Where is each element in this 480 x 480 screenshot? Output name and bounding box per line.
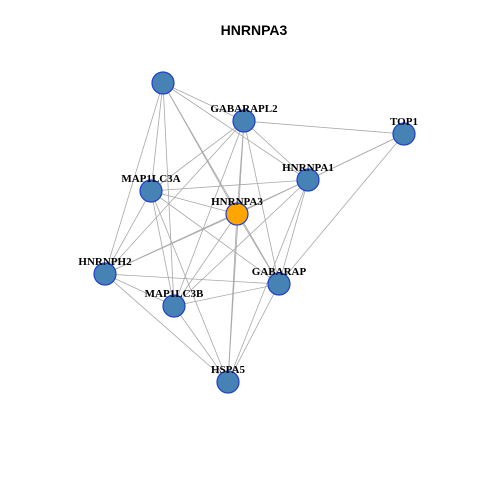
node-label-hnrnpa1: HNRNPA1 [282,162,334,174]
edge-gabarapl2-top1 [243,120,405,135]
edge-map1lc3a-hnrnph2 [104,190,152,275]
node-label-hspa5: HSPA5 [211,364,246,376]
edge-top1-hnrnpa3 [236,133,405,215]
edge-n0-hnrnpa1 [162,82,309,181]
edge-layer [104,82,405,383]
edge-gabarapl2-map1lc3b [173,120,245,307]
edge-gabarap-hspa5 [227,283,280,383]
node-gabarapl2[interactable] [232,109,256,133]
edge-hnrnpa3-map1lc3b [173,213,238,307]
edge-hnrnph2-map1lc3b [104,273,175,307]
edge-hnrnpa1-map1lc3b [173,179,309,307]
node-label-map1lc3a: MAP1LC3A [121,173,180,185]
edge-top1-gabarap [278,133,405,285]
node-label-gabarap: GABARAP [252,266,307,278]
node-hnrnpa1[interactable] [296,168,320,192]
node-hnrnph2[interactable] [93,262,117,286]
edge-hnrnpa3-hspa5 [227,213,238,383]
node-gabarap[interactable] [267,272,291,296]
edge-gabarapl2-map1lc3a [150,120,245,192]
edge-map1lc3b-hspa5 [173,305,229,383]
edge-n0-hnrnph2 [104,82,164,275]
edge-n0-map1lc3b [162,82,175,307]
node-top1[interactable] [392,122,416,146]
node-hnrnpa3[interactable] [225,202,249,226]
node-layer [93,71,416,394]
edge-hnrnph2-gabarap [104,273,280,285]
edge-n0-map1lc3a [150,82,164,192]
node-hspa5[interactable] [216,370,240,394]
edge-map1lc3a-gabarap [150,190,280,285]
edge-gabarap-map1lc3b [173,283,280,307]
graph-title: HNRNPA3 [221,22,288,38]
edge-gabarapl2-hnrnpa1 [243,120,309,181]
node-label-gabarapl2: GABARAPL2 [210,103,278,115]
edge-hnrnpa1-map1lc3a [150,179,309,192]
edge-gabarapl2-hnrnpa3 [236,120,245,215]
node-map1lc3a[interactable] [139,179,163,203]
edge-hnrnph2-hspa5 [104,273,229,383]
node-label-hnrnph2: HNRNPH2 [78,256,132,268]
node-label-hnrnpa3: HNRNPA3 [211,196,263,208]
edge-map1lc3a-hnrnpa3 [150,190,238,215]
edge-n0-gabarapl2 [162,82,245,122]
node-label-top1: TOP1 [390,116,418,128]
edge-n0-gabarap [162,82,280,285]
node-label-map1lc3b: MAP1LC3B [145,288,204,300]
edge-hnrnpa3-hnrnph2 [104,213,238,275]
node-n0[interactable] [151,71,175,95]
edge-map1lc3a-map1lc3b [150,190,175,307]
edge-hnrnpa3-gabarap [236,213,280,285]
node-map1lc3b[interactable] [162,294,186,318]
edge-map1lc3a-hspa5 [150,190,229,383]
edge-hnrnpa1-gabarap [278,179,309,285]
